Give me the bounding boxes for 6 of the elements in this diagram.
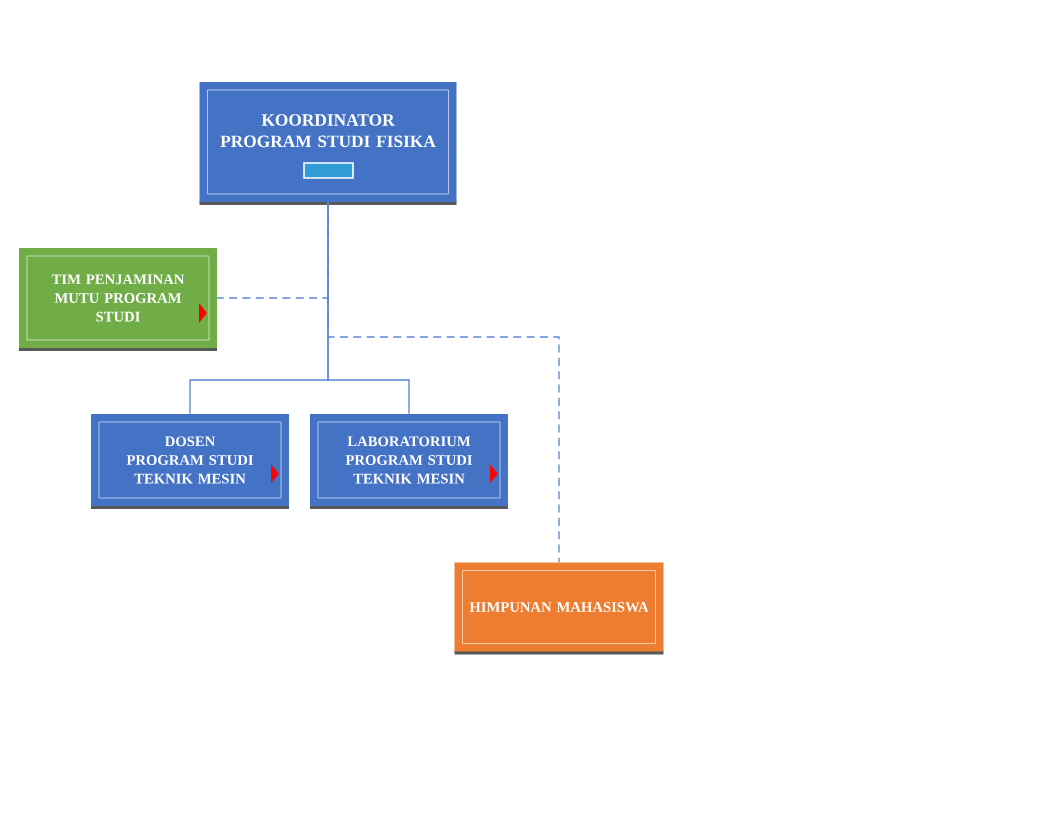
connector-line [327, 201, 560, 563]
org-box: DOSEN PROGRAM STUDI TEKNIK MESIN [91, 414, 289, 509]
org-box: HIMPUNAN MAHASISWA [454, 562, 664, 655]
org-box: TIM PENJAMINAN MUTU PROGRAM STUDI [19, 248, 217, 351]
org-box: LABORATORIUM PROGRAM STUDI TEKNIK MESIN [310, 414, 508, 509]
org-box: KOORDINATOR PROGRAM STUDI FISIKA [199, 82, 457, 205]
